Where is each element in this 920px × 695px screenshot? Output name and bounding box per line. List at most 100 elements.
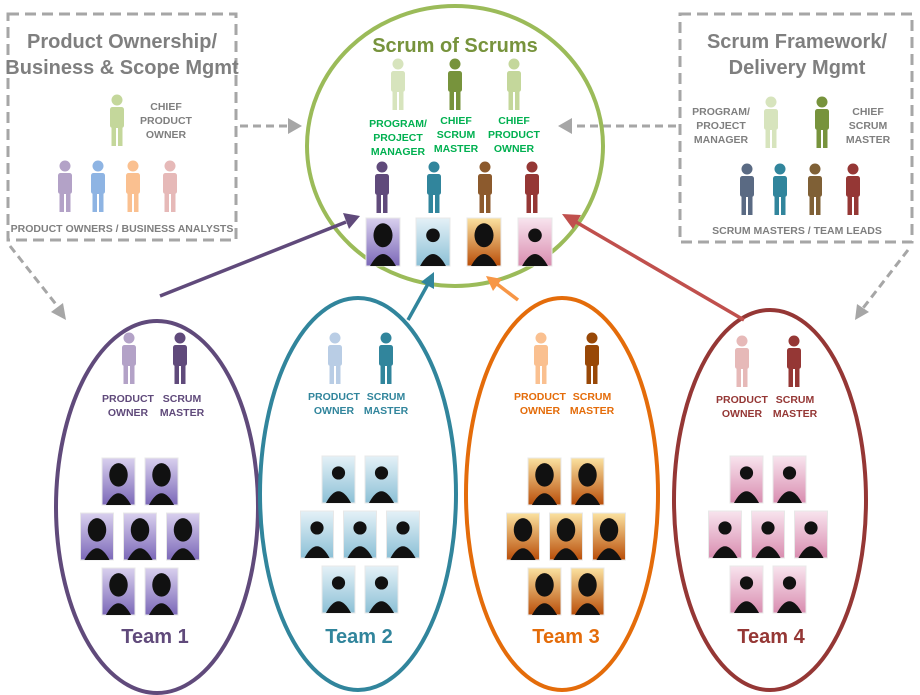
right-pm-label-3: MANAGER	[694, 134, 749, 146]
person-figures	[58, 58, 860, 387]
member-photo	[729, 565, 764, 614]
member-photo	[300, 510, 334, 559]
person-icon	[448, 58, 462, 110]
person-icon	[773, 163, 787, 215]
team-photos	[80, 217, 828, 616]
member-photo	[794, 510, 828, 559]
dashed-arrow-right-to-center	[558, 118, 676, 134]
member-photo	[321, 455, 356, 504]
team2-sm-label-1: SCRUM	[367, 391, 406, 403]
center-pm-label-2: PROJECT	[373, 132, 423, 144]
left-chief-po-label-1: CHIEF	[150, 101, 182, 113]
member-photo	[772, 455, 807, 504]
member-photo	[570, 457, 605, 506]
team4-po-label-2: OWNER	[722, 408, 763, 420]
team4-ellipse	[672, 308, 868, 692]
center-cpo-label-1: CHIEF	[498, 115, 530, 127]
right-pm-label-2: PROJECT	[696, 120, 746, 132]
member-photo	[144, 567, 179, 616]
center-cpo-label-2: PRODUCT	[488, 129, 541, 141]
team3-ellipse	[464, 296, 660, 692]
team4-po-label-1: PRODUCT	[716, 394, 769, 406]
product-ownership-box	[6, 12, 238, 242]
left-chief-po-label-2: PRODUCT	[140, 115, 193, 127]
team1-photo	[365, 217, 401, 267]
member-photo	[708, 510, 742, 559]
right-box-title-line1: Scrum Framework/	[707, 31, 888, 53]
center-cpo-label-3: OWNER	[494, 143, 535, 155]
person-icon	[846, 163, 860, 215]
team3-po-label-1: PRODUCT	[514, 391, 567, 403]
right-box-footer: SCRUM MASTERS / TEAM LEADS	[712, 225, 882, 237]
person-icon	[58, 160, 72, 212]
member-photo	[123, 512, 157, 561]
dashed-arrow-left-to-team1	[8, 245, 66, 320]
scrum-of-scrums-circle	[305, 4, 605, 288]
member-photo	[751, 510, 785, 559]
team3-sm-label-2: MASTER	[570, 405, 615, 417]
right-csm-label-3: MASTER	[846, 134, 891, 146]
team3-name: Team 3	[532, 626, 599, 648]
member-photo	[729, 455, 764, 504]
team1-ellipse	[54, 319, 260, 695]
member-photo	[772, 565, 807, 614]
person-icon	[328, 332, 342, 384]
team2-name: Team 2	[325, 626, 392, 648]
dashed-arrow-right-to-team4	[855, 249, 910, 320]
center-pm-label-3: MANAGER	[371, 146, 426, 158]
member-photo	[343, 510, 377, 559]
person-icon	[379, 332, 393, 384]
member-photo	[364, 565, 399, 614]
person-icon	[815, 96, 829, 148]
center-csm-label-2: SCRUM	[437, 129, 476, 141]
dashed-arrow-left-to-center	[240, 118, 302, 134]
team3-photo	[466, 217, 502, 267]
person-icon	[122, 332, 136, 384]
team1-po-label-1: PRODUCT	[102, 393, 155, 405]
team2-ellipse	[258, 296, 458, 692]
left-box-title-line2: Business & Scope Mgmt	[5, 57, 239, 79]
right-csm-label-2: SCRUM	[849, 120, 888, 132]
person-icon	[126, 160, 140, 212]
team4-sm-label-2: MASTER	[773, 408, 818, 420]
member-photo	[364, 455, 399, 504]
member-photo	[166, 512, 200, 561]
team4-name: Team 4	[737, 626, 805, 648]
center-title: Scrum of Scrums	[372, 35, 538, 57]
person-icon	[808, 163, 822, 215]
team3-po-label-2: OWNER	[520, 405, 561, 417]
arrow-team1	[159, 213, 360, 298]
arrow-team3	[486, 276, 520, 302]
team4-sm-label-1: SCRUM	[776, 394, 815, 406]
member-photo	[592, 512, 626, 561]
person-icon	[478, 161, 492, 213]
member-photo	[506, 512, 540, 561]
team2-photo	[415, 217, 451, 267]
team2-po-label-2: OWNER	[314, 405, 355, 417]
left-box-footer: PRODUCT OWNERS / BUSINESS ANALYSTS	[11, 223, 234, 235]
center-csm-label-3: MASTER	[434, 143, 479, 155]
person-icon	[110, 94, 124, 146]
person-icon	[787, 335, 801, 387]
scrum-framework-box	[678, 12, 914, 244]
person-icon	[91, 160, 105, 212]
person-icon	[585, 332, 599, 384]
member-photo	[101, 567, 136, 616]
person-icon	[525, 161, 539, 213]
member-photo	[527, 457, 562, 506]
person-icon	[163, 160, 177, 212]
member-photo	[386, 510, 420, 559]
team3-sm-label-1: SCRUM	[573, 391, 612, 403]
person-icon	[740, 163, 754, 215]
person-icon	[764, 96, 778, 148]
member-photo	[144, 457, 179, 506]
person-icon	[427, 161, 441, 213]
center-csm-label-1: CHIEF	[440, 115, 472, 127]
arrow-team2	[406, 272, 434, 321]
team1-po-label-2: OWNER	[108, 407, 149, 419]
team1-sm-label-1: SCRUM	[163, 393, 202, 405]
right-pm-label-1: PROGRAM/	[692, 106, 750, 118]
left-chief-po-label-3: OWNER	[146, 129, 187, 141]
team2-sm-label-2: MASTER	[364, 405, 409, 417]
